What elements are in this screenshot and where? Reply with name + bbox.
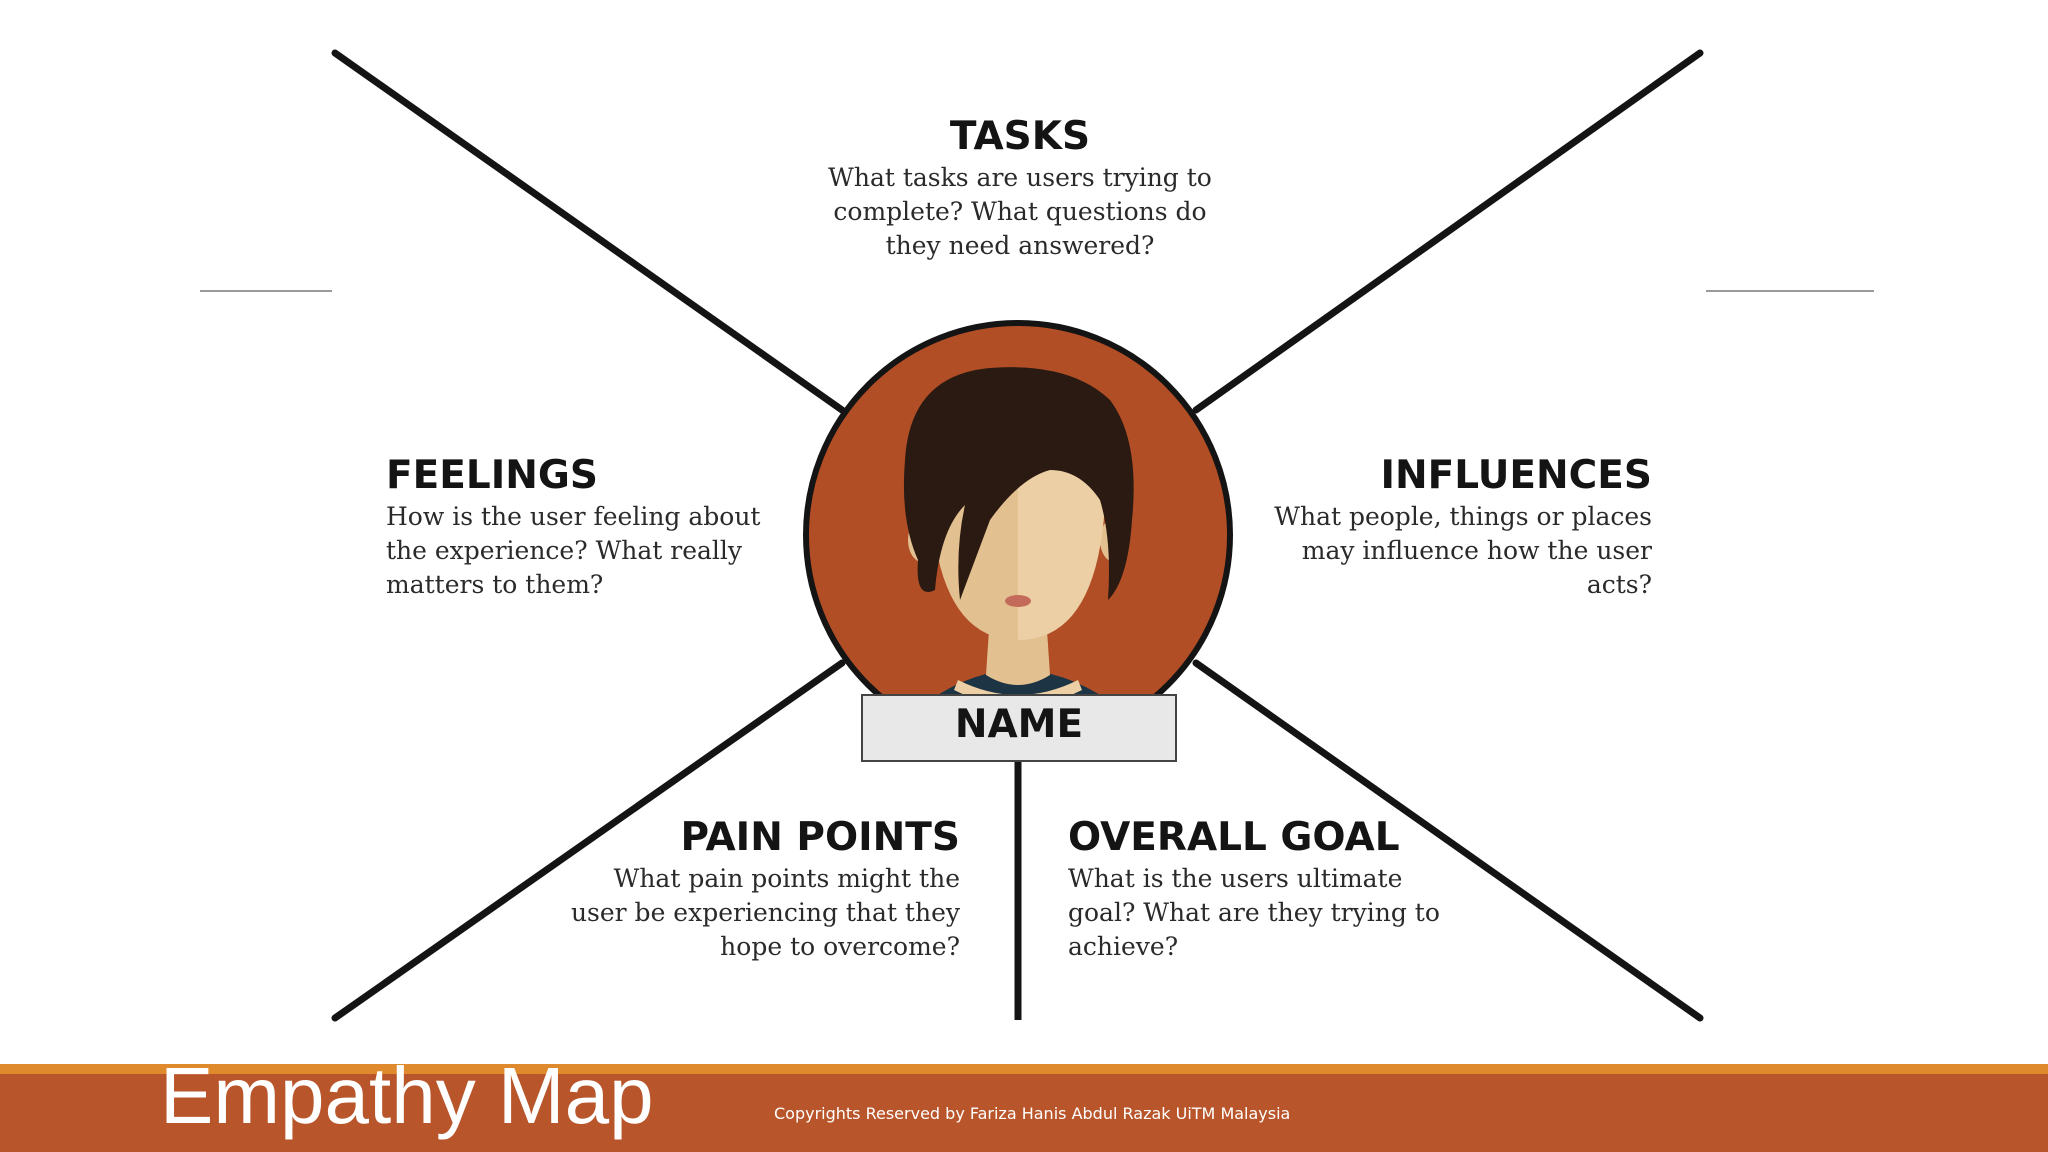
overall-goal-text-line: What is the users ultimate bbox=[1068, 864, 1403, 893]
section-overall-goal: OVERALL GOAL What is the users ultimate … bbox=[1068, 816, 1508, 964]
divider-top-right bbox=[1192, 49, 1704, 414]
feelings-text-line: the experience? What really bbox=[386, 536, 743, 565]
name-label-box bbox=[861, 694, 1177, 762]
avatar-hair bbox=[903, 367, 1134, 600]
section-tasks: TASKS What tasks are users trying to com… bbox=[780, 115, 1260, 263]
tasks-text-line: they need answered? bbox=[885, 231, 1155, 260]
footer-accent-stripe bbox=[0, 1064, 2048, 1074]
pain-points-text-line: hope to overcome? bbox=[720, 932, 960, 961]
tasks-text-line: complete? What questions do bbox=[833, 197, 1207, 226]
influences-text-line: may influence how the user bbox=[1301, 536, 1652, 565]
divider-bottom-left bbox=[331, 659, 846, 1022]
influences-title: INFLUENCES bbox=[1380, 453, 1652, 498]
section-feelings: FEELINGS How is the user feeling about t… bbox=[386, 454, 806, 602]
feelings-text-line: How is the user feeling about bbox=[386, 502, 761, 531]
divider-top-left bbox=[331, 49, 846, 414]
influences-text-line: acts? bbox=[1586, 570, 1652, 599]
copyright-text: Copyrights Reserved by Fariza Hanis Abdu… bbox=[774, 1104, 1291, 1123]
section-pain-points: PAIN POINTS What pain points might the u… bbox=[540, 816, 960, 964]
overall-goal-text-line: goal? What are they trying to bbox=[1068, 898, 1440, 927]
feelings-title: FEELINGS bbox=[386, 453, 599, 498]
influences-text-line: What people, things or places bbox=[1274, 502, 1652, 531]
feelings-text-line: matters to them? bbox=[386, 570, 604, 599]
divider-bottom-right bbox=[1192, 659, 1704, 1022]
avatar-lips bbox=[1005, 595, 1031, 607]
name-label: NAME bbox=[954, 702, 1084, 747]
footer-bar bbox=[0, 1064, 2048, 1152]
pain-points-text-line: user be experiencing that they bbox=[570, 898, 960, 927]
overall-goal-text-line: achieve? bbox=[1068, 932, 1179, 961]
pain-points-title: PAIN POINTS bbox=[680, 815, 961, 860]
section-influences: INFLUENCES What people, things or places… bbox=[1232, 454, 1652, 602]
tasks-text-line: What tasks are users trying to bbox=[828, 163, 1212, 192]
tasks-title: TASKS bbox=[949, 114, 1091, 159]
slide-title: Empathy Map bbox=[160, 1051, 654, 1140]
pain-points-text-line: What pain points might the bbox=[613, 864, 960, 893]
overall-goal-title: OVERALL GOAL bbox=[1068, 815, 1400, 860]
